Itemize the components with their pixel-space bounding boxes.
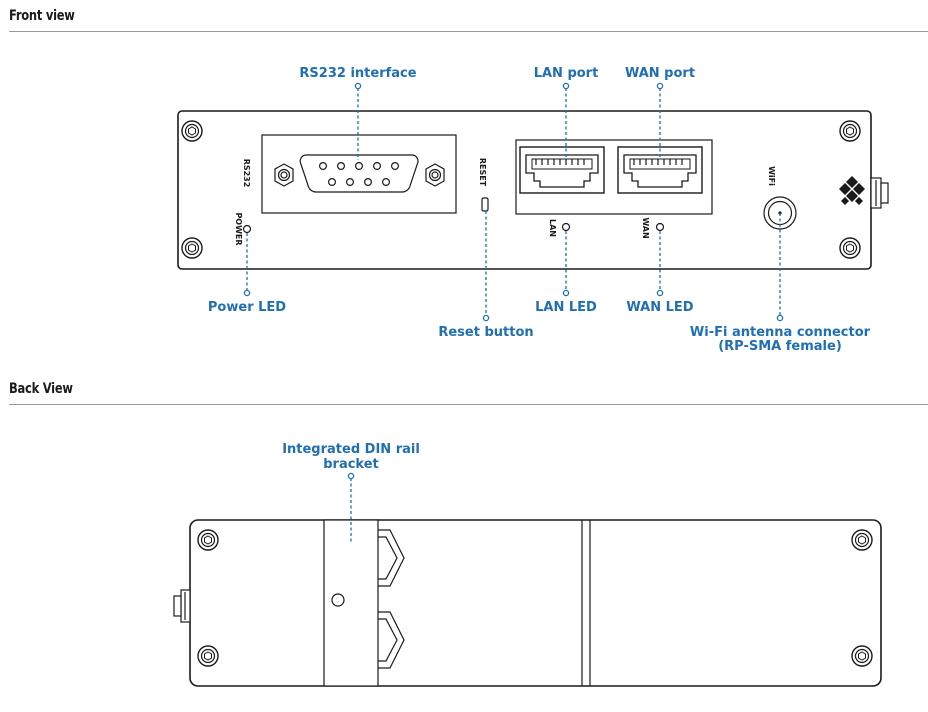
brand-logo-icon (839, 176, 865, 205)
callout-power-led: Power LED (208, 300, 286, 315)
screw-icon (181, 237, 203, 259)
power-device-label: POWER (234, 212, 243, 245)
reset-button-icon (481, 197, 489, 212)
back-panel (173, 519, 882, 687)
callout-lan-port: LAN port (534, 66, 599, 81)
front-panel: RS232 POWER RESET LAN WAN WiFi (177, 110, 889, 270)
callout-din-rail-bracket-line2: bracket (323, 457, 379, 472)
hex-standoff-icon (425, 163, 445, 187)
hex-standoff-icon (274, 163, 294, 187)
din-rail-bracket (323, 519, 405, 687)
front-callout-leaders (243, 82, 784, 322)
back-callout-dot (347, 472, 355, 480)
lan-device-label: LAN (548, 219, 557, 237)
callout-wifi-connector: Wi-Fi antenna connector (690, 325, 871, 340)
power-led-icon (242, 224, 252, 234)
callout-wifi-connector-type: (RP-SMA female) (718, 339, 842, 354)
wan-led-icon (655, 222, 665, 232)
back-panel-body (189, 519, 882, 687)
rj45-port-icon (617, 146, 703, 194)
side-bolt-icon (173, 589, 191, 623)
db9-connector-icon (299, 154, 419, 193)
wifi-device-label: WiFi (767, 166, 776, 186)
screw-icon (181, 120, 203, 142)
rs232-device-label: RS232 (242, 159, 251, 188)
lan-led-icon (561, 222, 571, 232)
callout-wan-led: WAN LED (626, 300, 693, 315)
bracket-screw-icon (331, 593, 345, 607)
screw-icon (197, 645, 219, 667)
wan-device-label: WAN (641, 217, 650, 238)
callout-rs232-interface: RS232 interface (299, 66, 416, 81)
callout-din-rail-bracket: Integrated DIN rail (282, 442, 420, 457)
screw-icon (851, 645, 873, 667)
callout-wan-port: WAN port (625, 66, 695, 81)
screw-icon (839, 237, 861, 259)
front-view-rule (9, 31, 928, 32)
screw-icon (839, 120, 861, 142)
callout-reset-button: Reset button (438, 325, 533, 340)
callout-lan-led: LAN LED (535, 300, 597, 315)
rj45-port-icon (519, 146, 605, 194)
rs232-connector (261, 134, 457, 214)
back-view-title: Back View (9, 381, 73, 397)
back-view-rule (9, 404, 928, 405)
front-view-title: Front view (9, 8, 75, 24)
din-rail-bracket-band (323, 519, 379, 687)
reset-device-label: RESET (478, 158, 487, 187)
side-bolt-icon (870, 177, 889, 209)
screw-icon (197, 529, 219, 551)
screw-icon (851, 529, 873, 551)
